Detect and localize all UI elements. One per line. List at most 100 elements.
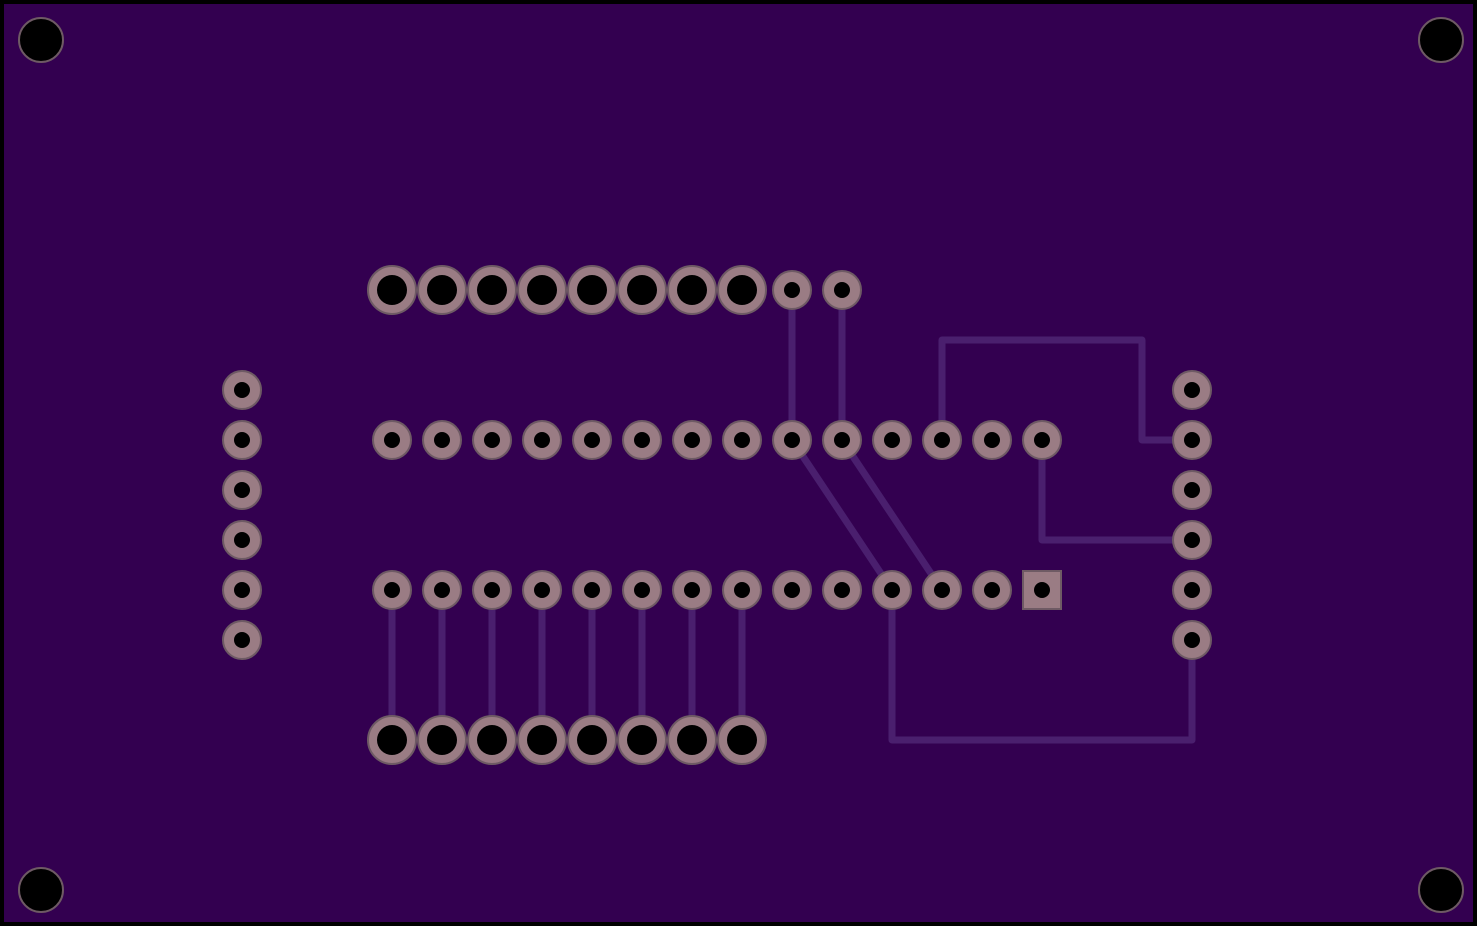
pad-drill	[577, 725, 607, 755]
dip-pad	[922, 420, 962, 460]
top-header-pad	[367, 265, 417, 315]
copper-trace	[938, 336, 1196, 444]
top-header-pad	[772, 270, 812, 310]
pad-drill	[884, 432, 900, 448]
left-header-pad	[222, 570, 262, 610]
copper-trace	[1038, 436, 1196, 544]
dip-pad	[672, 420, 712, 460]
dip-pad	[822, 420, 862, 460]
pad-drill	[627, 275, 657, 305]
bottom-header-pad	[617, 715, 667, 765]
right-header-pad	[1172, 470, 1212, 510]
pad-drill	[727, 275, 757, 305]
dip-pad	[622, 570, 662, 610]
pad-drill	[234, 532, 250, 548]
pad-drill	[527, 275, 557, 305]
pad-drill	[634, 582, 650, 598]
dip-pad	[972, 420, 1012, 460]
copper-trace	[838, 436, 946, 594]
dip-pad	[772, 420, 812, 460]
pad-drill	[734, 432, 750, 448]
pad-drill	[384, 582, 400, 598]
pad-drill	[684, 432, 700, 448]
pad-drill	[727, 725, 757, 755]
top-header-pad	[667, 265, 717, 315]
pad-drill	[234, 482, 250, 498]
top-header-pad	[617, 265, 667, 315]
pad-drill	[784, 432, 800, 448]
pad-drill	[1184, 382, 1200, 398]
copper-trace	[788, 436, 896, 594]
left-header-pad	[222, 470, 262, 510]
pads	[222, 265, 1212, 765]
pad-drill	[584, 432, 600, 448]
pad-drill	[434, 432, 450, 448]
top-header-pad	[822, 270, 862, 310]
dip-pad	[722, 420, 762, 460]
left-header-pad	[222, 420, 262, 460]
dip-pad	[672, 570, 712, 610]
pad-drill	[234, 382, 250, 398]
mounting-hole	[18, 867, 64, 913]
dip-pad	[422, 420, 462, 460]
pad-drill	[677, 275, 707, 305]
left-header-pad	[222, 620, 262, 660]
pad-drill	[984, 582, 1000, 598]
pad-drill	[884, 582, 900, 598]
dip-pad	[422, 570, 462, 610]
dip-pad	[1022, 420, 1062, 460]
pad-drill	[684, 582, 700, 598]
pad-drill	[234, 582, 250, 598]
right-header-pad	[1172, 520, 1212, 560]
dip-pad	[922, 570, 962, 610]
dip-pad	[472, 420, 512, 460]
pad-drill	[734, 582, 750, 598]
left-header-pad	[222, 370, 262, 410]
left-header-pad	[222, 520, 262, 560]
mounting-hole	[1418, 17, 1464, 63]
dip-pad	[372, 570, 412, 610]
pad-drill	[1184, 632, 1200, 648]
dip-pad	[522, 420, 562, 460]
pad-drill	[1184, 532, 1200, 548]
dip-pad	[822, 570, 862, 610]
bottom-header-pad	[367, 715, 417, 765]
pad-drill	[377, 275, 407, 305]
pad-drill	[1184, 482, 1200, 498]
dip-pad	[872, 420, 912, 460]
pad-drill	[1184, 582, 1200, 598]
right-header-pad	[1172, 620, 1212, 660]
bottom-header-pad	[717, 715, 767, 765]
bottom-header-pad	[417, 715, 467, 765]
dip-pad	[622, 420, 662, 460]
dip-pad	[972, 570, 1012, 610]
pad-drill	[834, 432, 850, 448]
right-header-pad	[1172, 420, 1212, 460]
dip-pad	[872, 570, 912, 610]
pad-drill	[434, 582, 450, 598]
pad-drill	[527, 725, 557, 755]
top-header-pad	[717, 265, 767, 315]
dip-pin1-pad	[1022, 570, 1062, 610]
pad-drill	[477, 725, 507, 755]
dip-pad	[572, 570, 612, 610]
pad-drill	[634, 432, 650, 448]
pad-drill	[577, 275, 607, 305]
pad-drill	[627, 725, 657, 755]
right-header-pad	[1172, 570, 1212, 610]
pad-drill	[484, 432, 500, 448]
pad-drill	[534, 582, 550, 598]
pad-drill	[934, 432, 950, 448]
mounting-hole	[1418, 867, 1464, 913]
pad-drill	[427, 275, 457, 305]
copper-trace	[888, 586, 1196, 744]
mounting-hole	[18, 17, 64, 63]
pad-drill	[1184, 432, 1200, 448]
pad-drill	[1034, 432, 1050, 448]
pad-drill	[784, 582, 800, 598]
right-header-pad	[1172, 370, 1212, 410]
pad-drill	[384, 432, 400, 448]
dip-pad	[472, 570, 512, 610]
